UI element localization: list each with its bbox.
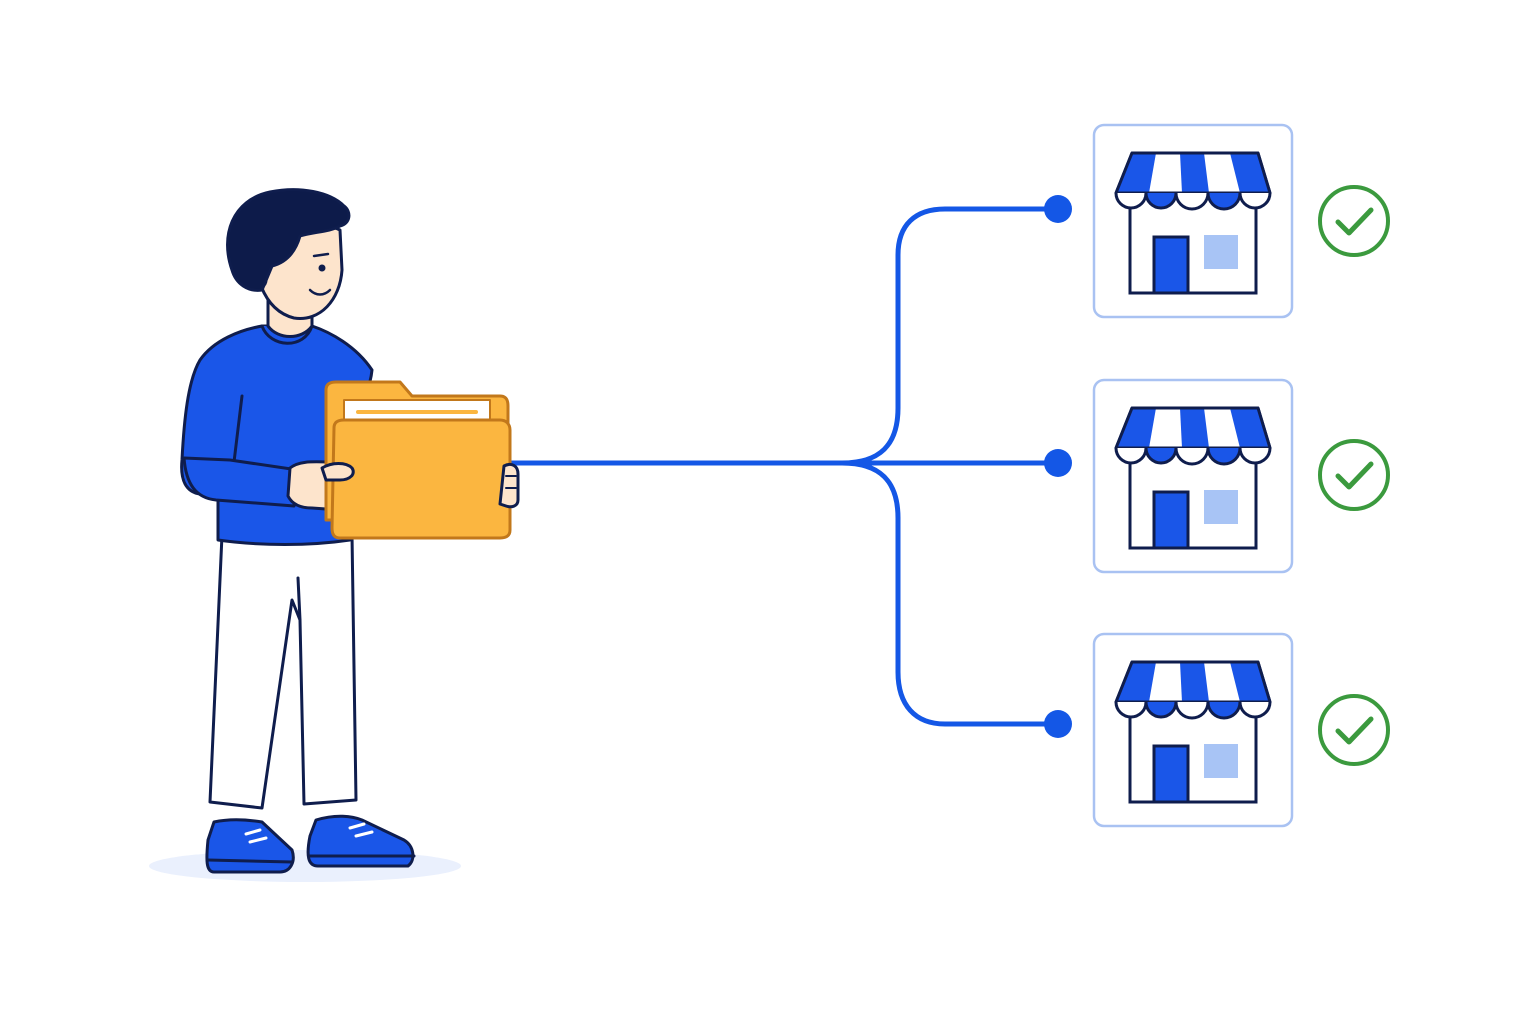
hair bbox=[226, 188, 351, 292]
check-circle-icon bbox=[1320, 441, 1388, 509]
store-card-2 bbox=[1092, 378, 1294, 574]
shoe-left bbox=[205, 818, 295, 874]
folder-icon bbox=[324, 380, 512, 540]
store-icon bbox=[1092, 378, 1294, 574]
connector-branch-bottom bbox=[839, 460, 1061, 727]
store-card-3 bbox=[1092, 632, 1294, 828]
store-icon bbox=[1092, 632, 1294, 828]
right-hand bbox=[498, 462, 520, 509]
connector-branch-top bbox=[839, 206, 1061, 466]
connector-node-top bbox=[1044, 195, 1072, 223]
connector-node-bottom bbox=[1044, 710, 1072, 738]
store-icon bbox=[1092, 123, 1294, 319]
connector-node-middle bbox=[1044, 449, 1072, 477]
check-circle-icon bbox=[1320, 187, 1388, 255]
pants bbox=[208, 533, 358, 810]
person-holding-folder bbox=[180, 188, 520, 874]
check-circle-icon bbox=[1320, 696, 1388, 764]
branching-connector bbox=[509, 206, 1061, 727]
store-card-1 bbox=[1092, 123, 1294, 319]
